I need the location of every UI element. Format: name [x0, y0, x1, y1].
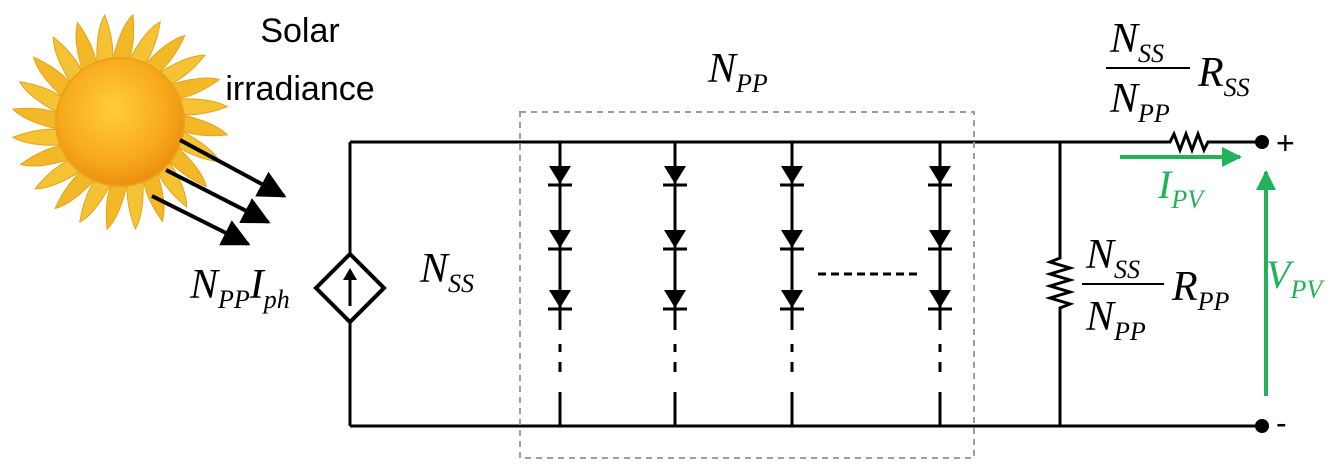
current-source-icon — [313, 251, 387, 325]
sun-petal — [34, 157, 85, 190]
series-numerator: NSS — [1109, 16, 1164, 68]
shunt-numerator: NSS — [1085, 232, 1140, 284]
sun-petal — [127, 20, 161, 68]
parallel-count-label: NPP — [707, 46, 768, 98]
sun-petal — [155, 54, 206, 87]
negative-terminal — [1255, 419, 1269, 433]
diode-icon — [663, 166, 687, 187]
shunt-r: RPP — [1171, 264, 1230, 316]
sun-petal — [166, 77, 221, 100]
diode-icon — [548, 290, 572, 311]
diode-string — [928, 142, 952, 426]
array-dashed-box — [519, 111, 975, 459]
sun-petal — [75, 21, 98, 76]
series-count-label: NSS — [419, 246, 474, 298]
sun-petal — [126, 176, 144, 231]
shunt-resistance-label: NSS NPP RPP — [1082, 232, 1230, 346]
sun-petal — [167, 144, 208, 188]
sun-petal — [11, 107, 62, 131]
diode-icon — [663, 290, 687, 311]
sun-label-line2: irradiance — [225, 70, 374, 108]
diode-icon — [780, 166, 804, 187]
series-resistor-icon — [1164, 129, 1212, 155]
diode-array — [548, 142, 952, 426]
diode-icon — [548, 230, 572, 251]
diode-icon — [928, 230, 952, 251]
series-denominator: NPP — [1109, 76, 1170, 128]
sun-petal — [54, 169, 98, 210]
minus-sign: - — [1276, 405, 1287, 441]
sun-petal — [111, 13, 135, 64]
sun-petal — [105, 180, 129, 231]
diode-icon — [548, 166, 572, 187]
sun-petal — [52, 36, 85, 87]
irradiance-arrows — [151, 138, 287, 246]
sun-petal — [178, 113, 229, 137]
series-r: RSS — [1197, 50, 1250, 102]
sun-petal — [11, 128, 66, 146]
sun-petal — [174, 98, 229, 116]
sun-label-line1: Solar — [260, 12, 339, 50]
sun-icon — [11, 13, 229, 231]
diode-string — [663, 142, 687, 426]
sun-petal — [19, 144, 74, 167]
diode-icon — [780, 230, 804, 251]
diode-string — [548, 142, 572, 426]
shunt-denominator: NPP — [1085, 294, 1146, 346]
sun-petal — [142, 34, 186, 75]
diode-icon — [928, 166, 952, 187]
sun-petal — [96, 13, 114, 68]
plus-sign: + — [1276, 125, 1295, 161]
circuit-wires — [348, 140, 1260, 428]
positive-terminal — [1255, 135, 1269, 149]
diode-icon — [663, 230, 687, 251]
diode-string — [780, 142, 804, 426]
shunt-resistor-icon — [1044, 252, 1076, 312]
current-label: IPV — [1157, 162, 1206, 214]
series-resistance-label: NSS NPP RSS — [1106, 16, 1250, 128]
diode-icon — [780, 290, 804, 311]
source-label: NPPIph — [189, 262, 290, 314]
sun-petal — [18, 81, 66, 115]
voltage-label: VPV — [1266, 252, 1325, 304]
sun-petal — [79, 176, 113, 224]
sun-petal — [32, 56, 73, 100]
diode-icon — [928, 290, 952, 311]
